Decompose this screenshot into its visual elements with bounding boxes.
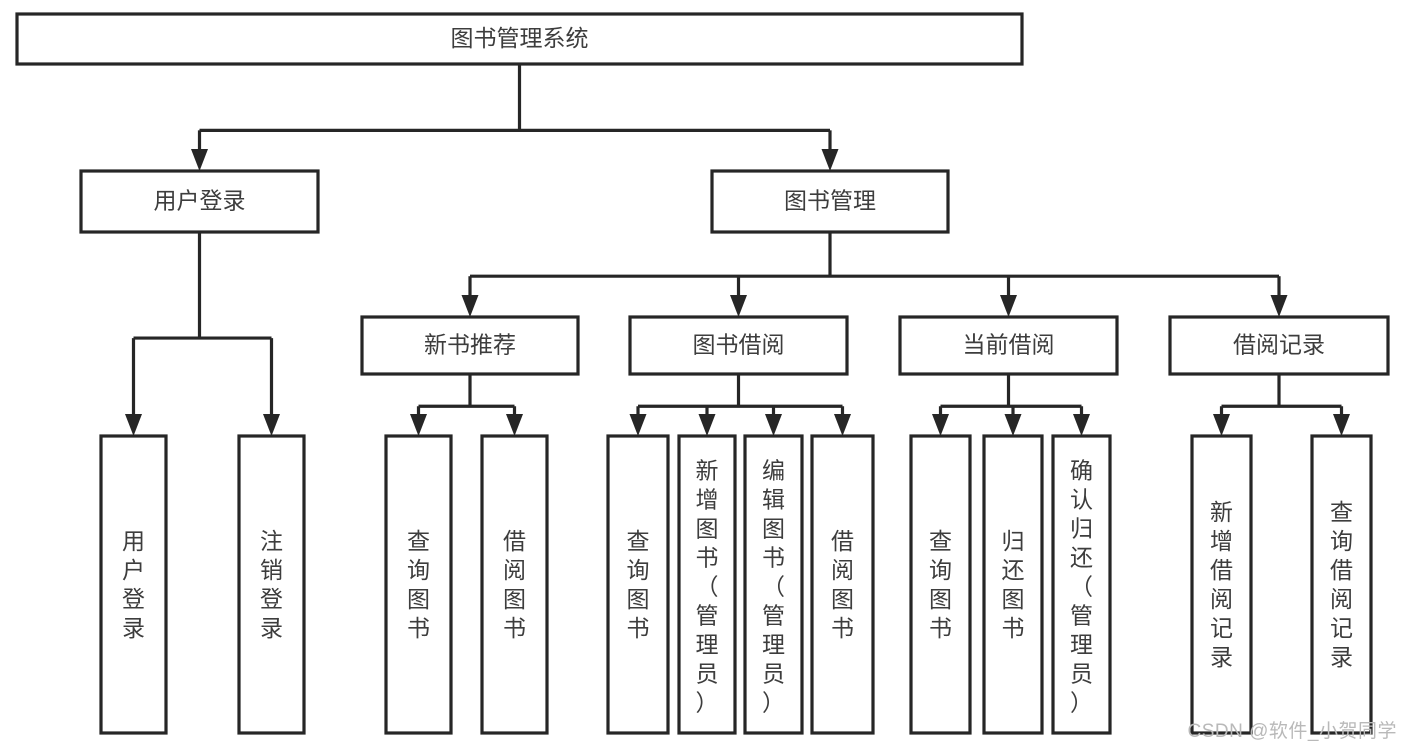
node-box bbox=[360, 315, 580, 376]
node-label: 查询图书 bbox=[407, 528, 430, 641]
node-login[interactable]: 用户登录 bbox=[79, 169, 320, 234]
edge-layer bbox=[125, 64, 1350, 436]
node-leaf-confirm-return[interactable]: 确认归还（管理员） bbox=[1051, 434, 1112, 735]
node-box bbox=[677, 434, 737, 735]
node-label: 用户登录 bbox=[122, 528, 145, 641]
arrow-head-icon bbox=[629, 414, 647, 436]
arrow-head-icon bbox=[1213, 414, 1230, 436]
node-current[interactable]: 当前借阅 bbox=[898, 315, 1119, 376]
node-records[interactable]: 借阅记录 bbox=[1168, 315, 1390, 376]
node-box bbox=[1190, 434, 1253, 735]
arrow-head-icon bbox=[932, 414, 949, 436]
node-box bbox=[79, 169, 320, 234]
node-leaf-add-book[interactable]: 新增图书（管理员） bbox=[677, 434, 737, 735]
arrow-head-icon bbox=[263, 414, 280, 436]
node-box bbox=[606, 434, 670, 735]
node-label: 图书借阅 bbox=[693, 332, 785, 358]
node-box bbox=[898, 315, 1119, 376]
node-bookmgmt[interactable]: 图书管理 bbox=[710, 169, 950, 234]
node-box bbox=[743, 434, 804, 735]
arrow-head-icon bbox=[410, 414, 427, 436]
node-label: 图书管理 bbox=[784, 188, 876, 214]
node-box bbox=[982, 434, 1044, 735]
node-box bbox=[710, 169, 950, 234]
node-label: 借阅记录 bbox=[1233, 332, 1325, 358]
node-leaf-edit-book[interactable]: 编辑图书（管理员） bbox=[743, 434, 804, 735]
node-layer: 图书管理系统用户登录图书管理新书推荐图书借阅当前借阅借阅记录用户登录注销登录查询… bbox=[15, 12, 1390, 735]
node-leaf-borrow-book-2[interactable]: 借阅图书 bbox=[810, 434, 875, 735]
arrow-head-icon bbox=[1000, 295, 1017, 317]
node-leaf-query-book-1[interactable]: 查询图书 bbox=[384, 434, 453, 735]
arrow-head-icon bbox=[125, 414, 142, 436]
node-label: 查询借阅记录 bbox=[1330, 499, 1353, 670]
node-box bbox=[480, 434, 549, 735]
arrow-head-icon bbox=[506, 414, 523, 436]
node-label: 新增借阅记录 bbox=[1210, 499, 1233, 670]
node-box bbox=[1168, 315, 1390, 376]
node-leaf-query-book-3[interactable]: 查询图书 bbox=[909, 434, 972, 735]
arrow-head-icon bbox=[765, 414, 782, 436]
arrow-head-icon bbox=[1004, 414, 1022, 436]
node-box bbox=[1051, 434, 1112, 735]
node-label: 用户登录 bbox=[154, 188, 246, 214]
node-label: 图书管理系统 bbox=[451, 25, 589, 51]
arrow-head-icon bbox=[461, 295, 479, 317]
node-box bbox=[15, 12, 1024, 66]
arrow-head-icon bbox=[698, 414, 716, 436]
node-box bbox=[628, 315, 849, 376]
arrow-head-icon bbox=[1333, 414, 1350, 436]
arrow-head-icon bbox=[191, 149, 208, 171]
node-box bbox=[810, 434, 875, 735]
node-leaf-query-record[interactable]: 查询借阅记录 bbox=[1310, 434, 1373, 735]
node-label: 当前借阅 bbox=[963, 332, 1055, 358]
arrow-head-icon bbox=[1270, 295, 1288, 317]
node-box bbox=[909, 434, 972, 735]
arrow-head-icon bbox=[821, 149, 839, 171]
node-leaf-query-book-2[interactable]: 查询图书 bbox=[606, 434, 670, 735]
node-label: 注销登录 bbox=[260, 528, 283, 641]
node-label: 查询图书 bbox=[627, 528, 650, 641]
node-leaf-add-record[interactable]: 新增借阅记录 bbox=[1190, 434, 1253, 735]
node-label: 查询图书 bbox=[929, 528, 952, 641]
node-label: 编辑图书（管理员） bbox=[762, 458, 785, 716]
node-label: 新增图书（管理员） bbox=[696, 458, 719, 716]
arrow-head-icon bbox=[834, 414, 851, 436]
node-leaf-borrow-book-1[interactable]: 借阅图书 bbox=[480, 434, 549, 735]
node-label: 新书推荐 bbox=[424, 332, 516, 358]
node-label: 借阅图书 bbox=[831, 528, 854, 641]
node-newbook[interactable]: 新书推荐 bbox=[360, 315, 580, 376]
node-label: 借阅图书 bbox=[503, 528, 526, 641]
arrow-head-icon bbox=[730, 295, 747, 317]
node-root[interactable]: 图书管理系统 bbox=[15, 12, 1024, 66]
node-borrow[interactable]: 图书借阅 bbox=[628, 315, 849, 376]
node-box bbox=[384, 434, 453, 735]
node-box bbox=[1310, 434, 1373, 735]
node-leaf-logout-login[interactable]: 注销登录 bbox=[237, 434, 306, 735]
node-box bbox=[99, 434, 168, 735]
node-leaf-return-book[interactable]: 归还图书 bbox=[982, 434, 1044, 735]
node-leaf-user-login[interactable]: 用户登录 bbox=[99, 434, 168, 735]
node-box bbox=[237, 434, 306, 735]
node-label: 归还图书 bbox=[1002, 528, 1025, 641]
arrow-head-icon bbox=[1073, 414, 1090, 436]
node-label: 确认归还（管理员） bbox=[1070, 458, 1093, 716]
